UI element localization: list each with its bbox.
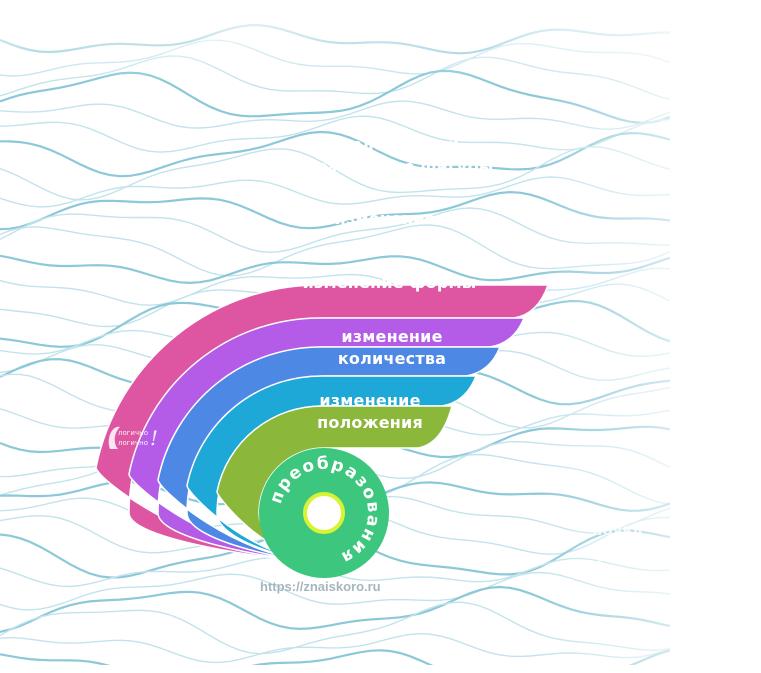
center-hole — [303, 492, 345, 534]
band-quantity — [186, 375, 478, 564]
band-label-position: изменение положения — [317, 391, 423, 432]
svg-text:логично: логично — [118, 429, 148, 437]
svg-text:логично: логично — [118, 439, 148, 447]
band-label-appearance: появление или исчезновение фигуры — [284, 135, 494, 176]
band-label-color: изменение цвета — [334, 209, 496, 228]
ghost-label: появл фигуры — [592, 521, 660, 563]
svg-text:!: ! — [150, 426, 158, 450]
band-color — [128, 317, 526, 564]
watermark: https://znaiskoro.ru — [260, 579, 381, 594]
band-label-shape: изменение формы — [302, 273, 477, 292]
logo-mark: логично логично ! — [104, 415, 164, 455]
band-label-quantity: изменение количества — [337, 327, 447, 368]
